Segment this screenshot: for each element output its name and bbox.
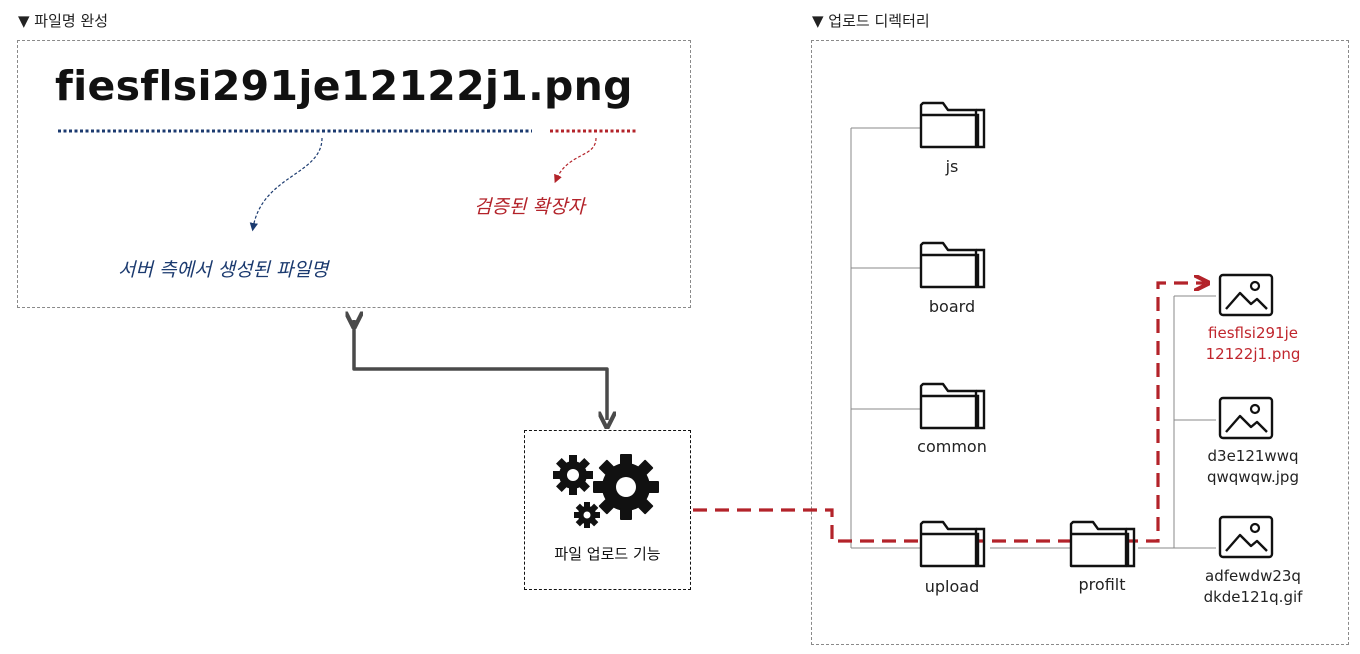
folder-label-upload: upload <box>924 577 980 596</box>
file-label-jpg-line2: qwqwqw.jpg <box>1207 468 1299 486</box>
image-file-icon <box>1218 515 1274 559</box>
filename-section-title: ▼ 파일명 완성 <box>18 12 109 30</box>
folder-icon <box>919 520 986 568</box>
upload-path-connector <box>693 283 1205 543</box>
file-label-generated-line1: fiesflsi291je <box>1208 324 1298 342</box>
upload-directory-section-title: ▼ 업로드 디렉터리 <box>812 12 930 30</box>
file-label-jpg-line1: d3e121wwq <box>1207 447 1299 465</box>
upload-feature-label: 파일 업로드 기능 <box>554 545 661 563</box>
generated-filename: fiesflsi291je12122j1.png <box>55 62 633 110</box>
folder-icon <box>1069 520 1136 568</box>
file-label-gif-line2: dkde121q.gif <box>1203 588 1303 606</box>
file-label-gif-line1: adfewdw23q <box>1205 567 1301 585</box>
folder-label-profilt: profilt <box>1078 575 1126 594</box>
folder-icon <box>919 382 986 430</box>
file-label-gif: adfewdw23q dkde121q.gif <box>1204 566 1303 608</box>
upload-feature-box: 파일 업로드 기능 <box>524 430 691 590</box>
folder-label-board: board <box>928 297 976 316</box>
extension-note-arrow <box>554 137 597 184</box>
filename-panel <box>17 40 691 308</box>
image-file-icon <box>1218 396 1274 440</box>
feature-to-panel-connector <box>354 320 607 420</box>
file-label-jpg: d3e121wwq qwqwqw.jpg <box>1207 446 1299 488</box>
server-generated-name-note: 서버 측에서 생성된 파일명 <box>118 259 329 281</box>
folder-icon <box>919 101 986 149</box>
image-file-icon <box>1218 273 1274 317</box>
file-label-generated: fiesflsi291je 12122j1.png <box>1206 323 1301 365</box>
verified-extension-note: 검증된 확장자 <box>474 196 585 218</box>
gears-icon <box>553 454 659 528</box>
server-note-arrow <box>249 137 323 232</box>
upload-directory-panel <box>811 40 1349 645</box>
folder-icon <box>919 241 986 289</box>
folder-label-common: common <box>917 437 987 456</box>
file-label-generated-line2: 12122j1.png <box>1205 345 1301 363</box>
folder-label-js: js <box>945 157 959 176</box>
